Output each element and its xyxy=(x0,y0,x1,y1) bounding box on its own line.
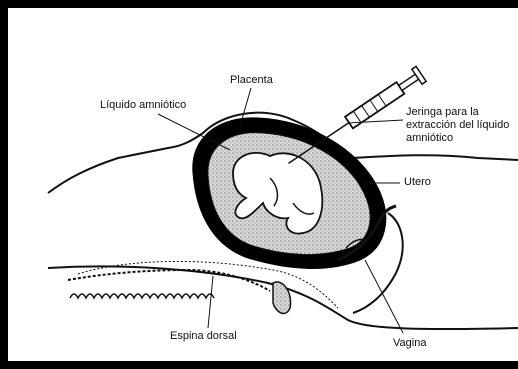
label-utero: Utero xyxy=(404,176,431,189)
label-jeringa-line1: Jeringa para la xyxy=(406,106,479,119)
label-espina-dorsal: Espina dorsal xyxy=(170,330,237,343)
label-liquido-amniotico: Líquido amniótico xyxy=(100,99,186,112)
label-placenta: Placenta xyxy=(230,74,273,87)
amniocentesis-illustration xyxy=(8,8,518,369)
pelvic-bone xyxy=(273,282,291,313)
label-vagina: Vagina xyxy=(393,337,426,350)
spine xyxy=(68,270,270,291)
label-jeringa-line2: extracción del líquido xyxy=(406,119,509,132)
spine-vertebrae xyxy=(70,294,214,298)
leader-espina xyxy=(208,276,213,328)
label-jeringa-line3: amniótico xyxy=(406,132,453,145)
